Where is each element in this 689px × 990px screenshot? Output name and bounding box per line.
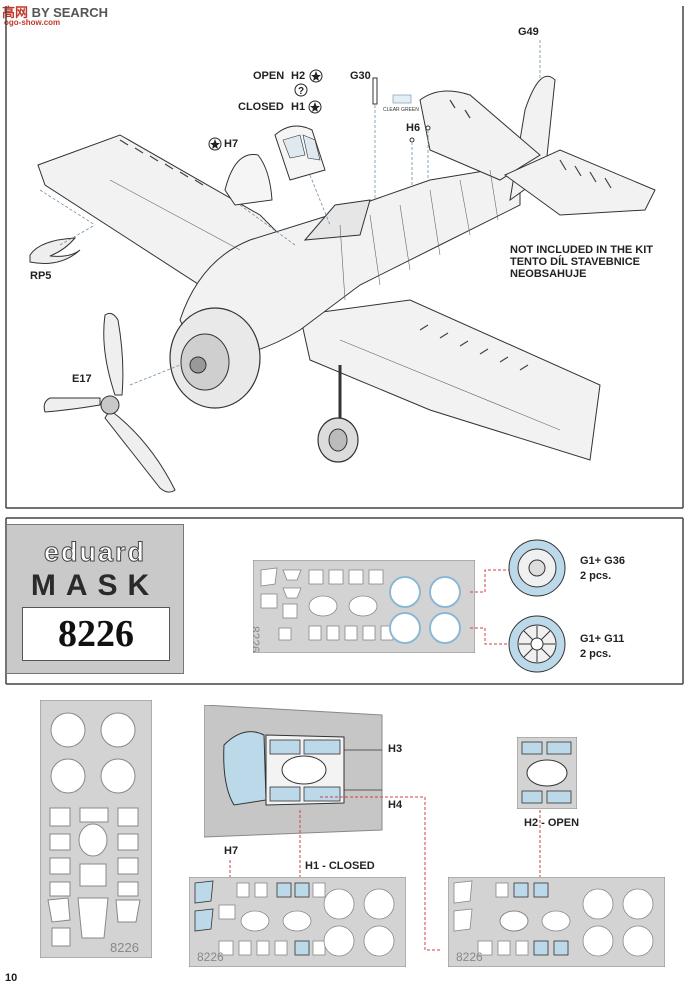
mask-section-frame	[5, 517, 684, 685]
watermark-logo-char-2: 网	[15, 5, 29, 20]
note-not-included-1: NOT INCLUDED IN THE KIT	[510, 244, 653, 256]
page-number: 10	[5, 972, 18, 984]
wheel-1-parts: G1+ G36	[580, 555, 625, 567]
label-h1-closed: H1 - CLOSED	[305, 860, 375, 872]
h2-open-mask	[517, 737, 577, 809]
label-h2-open: H2 - OPEN	[524, 817, 580, 829]
mask-sheet-closed: 8226	[189, 877, 406, 967]
label-h7: H7	[224, 138, 239, 150]
wheel-1-qty: 2 pcs.	[580, 570, 612, 582]
wheel-leader-lines	[470, 569, 520, 645]
svg-text:8226: 8226	[197, 950, 224, 964]
label-h4: H4	[388, 799, 403, 811]
vertical-sheet-number-glyph: 8226	[110, 940, 139, 955]
watermark-brand: BY SEARCH	[31, 5, 108, 20]
label-h1: H1	[291, 101, 306, 113]
canopy-closeup	[204, 705, 383, 838]
svg-text:8226: 8226	[456, 950, 483, 964]
aircraft-illustration: ?	[5, 6, 684, 509]
logo-number-box: 8226	[22, 607, 170, 661]
label-g30: G30	[350, 70, 371, 82]
wheel-2-qty: 2 pcs.	[580, 648, 612, 660]
label-h3: H3	[388, 743, 403, 755]
label-h2: H2	[291, 70, 306, 82]
mask-sheet-vertical: 8226	[40, 700, 152, 958]
svg-text:?: ?	[298, 86, 304, 97]
note-not-included-2: TENTO DÍL STAVEBNICE	[510, 256, 640, 268]
logo-product: MASK	[30, 569, 160, 602]
eduard-mask-logo: eduard MASK 8226	[6, 524, 184, 674]
mask-sheet-open: 8226	[448, 877, 665, 967]
label-clear-green: CLEAR GREEN	[383, 107, 419, 113]
svg-text:8226: 8226	[253, 626, 262, 653]
watermark-url: ogo-show.com	[4, 18, 61, 27]
label-closed: CLOSED	[238, 101, 284, 113]
label-rp5: RP5	[30, 270, 52, 282]
note-not-included-3: NEOBSAHUJE	[510, 268, 587, 280]
label-g49: G49	[518, 26, 539, 38]
logo-number: 8226	[58, 613, 134, 655]
label-h6: H6	[406, 122, 421, 134]
label-h7-bottom: H7	[224, 845, 239, 857]
logo-brand: eduard	[43, 537, 147, 568]
wheel-diagrams	[508, 539, 566, 673]
mask-sheet-overview: 8226	[253, 560, 475, 653]
label-e17: E17	[72, 373, 92, 385]
label-open: OPEN	[253, 70, 285, 82]
wheel-2-parts: G1+ G11	[580, 633, 625, 645]
